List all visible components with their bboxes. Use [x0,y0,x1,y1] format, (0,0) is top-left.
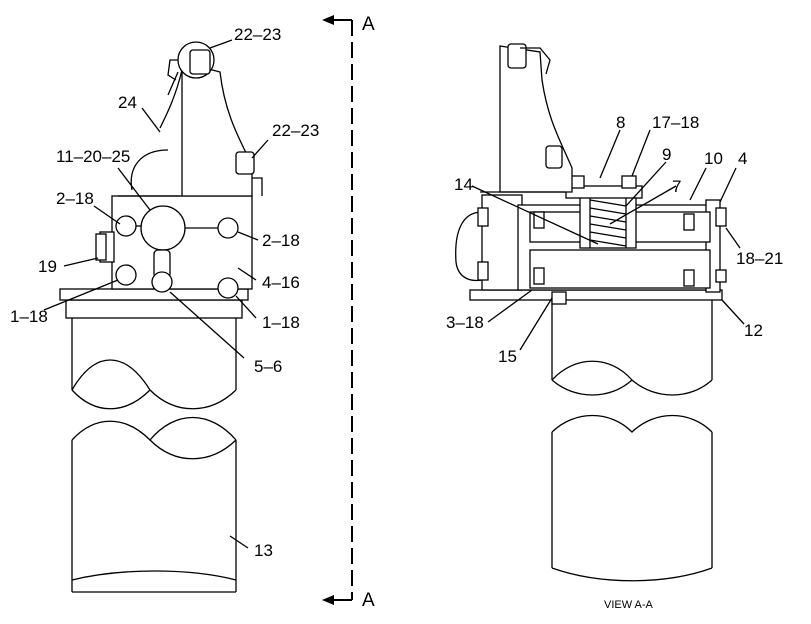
housing-bolt-1 [477,207,489,227]
frame-bolt-4 [683,269,695,287]
end-bolt-1 [715,207,727,227]
callout-label: 10 [704,149,723,168]
link-nut [151,271,173,293]
callout-label: 1–18 [10,307,48,326]
inner-bottom [529,249,711,289]
callout-label: 2–18 [262,231,300,250]
base-plate-12 [469,289,723,301]
bolt-2-18-right [217,217,239,239]
callout-label: 15 [498,347,517,366]
housing-bolt-2 [477,261,489,281]
callout-label: 14 [454,175,473,194]
view-caption: VIEW A-A [604,599,654,611]
bolt-1-18-right [217,277,239,299]
callout-label: 4–16 [262,273,300,292]
section-line [322,15,353,605]
bolt-head-top [189,49,211,75]
callout-label: 13 [254,541,273,560]
spacer-15 [551,291,567,305]
callout-label: 24 [118,93,137,112]
callout-label: 19 [38,257,57,276]
callout-label: 22–23 [272,121,319,140]
callout-label: 2–18 [56,189,94,208]
callout-label: 3–18 [446,313,484,332]
callout-label: 11–20–25 [56,147,130,166]
callout-labels: 22–23 24 22–23 11–20–25 2–18 2–18 19 4–1… [10,14,783,611]
base-plate [65,299,243,319]
callout-label: 22–23 [234,25,281,44]
callout-label: 1–18 [262,313,300,332]
fitting-19 [95,233,107,261]
callout-label: 5–6 [254,357,282,376]
frame-bolt-2 [683,213,695,231]
section-label-top: A [362,14,375,35]
hose [455,211,483,282]
end-bolt-2 [715,269,727,283]
housing [481,194,523,291]
callout-label: 7 [672,177,681,196]
ball-joint [140,205,186,251]
bolt-17-18-right [621,175,637,189]
bracket-arm [118,41,263,197]
cylinder-upper [71,318,237,410]
callout-label: 4 [738,149,747,168]
frame-bolt-3 [533,267,545,285]
callout-label: 12 [744,321,763,340]
arm-bolt-mid [545,145,563,169]
section-label-bottom: A [362,590,375,611]
bolt-2-18-left [115,215,137,237]
frame-bolt-1 [533,211,545,229]
arm-bolt-top [507,43,527,69]
section-view [455,43,745,582]
callout-label: 18–21 [736,249,783,268]
callout-label: 9 [662,145,671,164]
bolt-1-18-left [115,264,137,286]
front-view [43,39,269,593]
callout-label: 17–18 [652,113,699,132]
callout-label: 8 [616,113,625,132]
cylinder-lower [71,417,237,593]
bolt-head-mid [235,151,255,175]
